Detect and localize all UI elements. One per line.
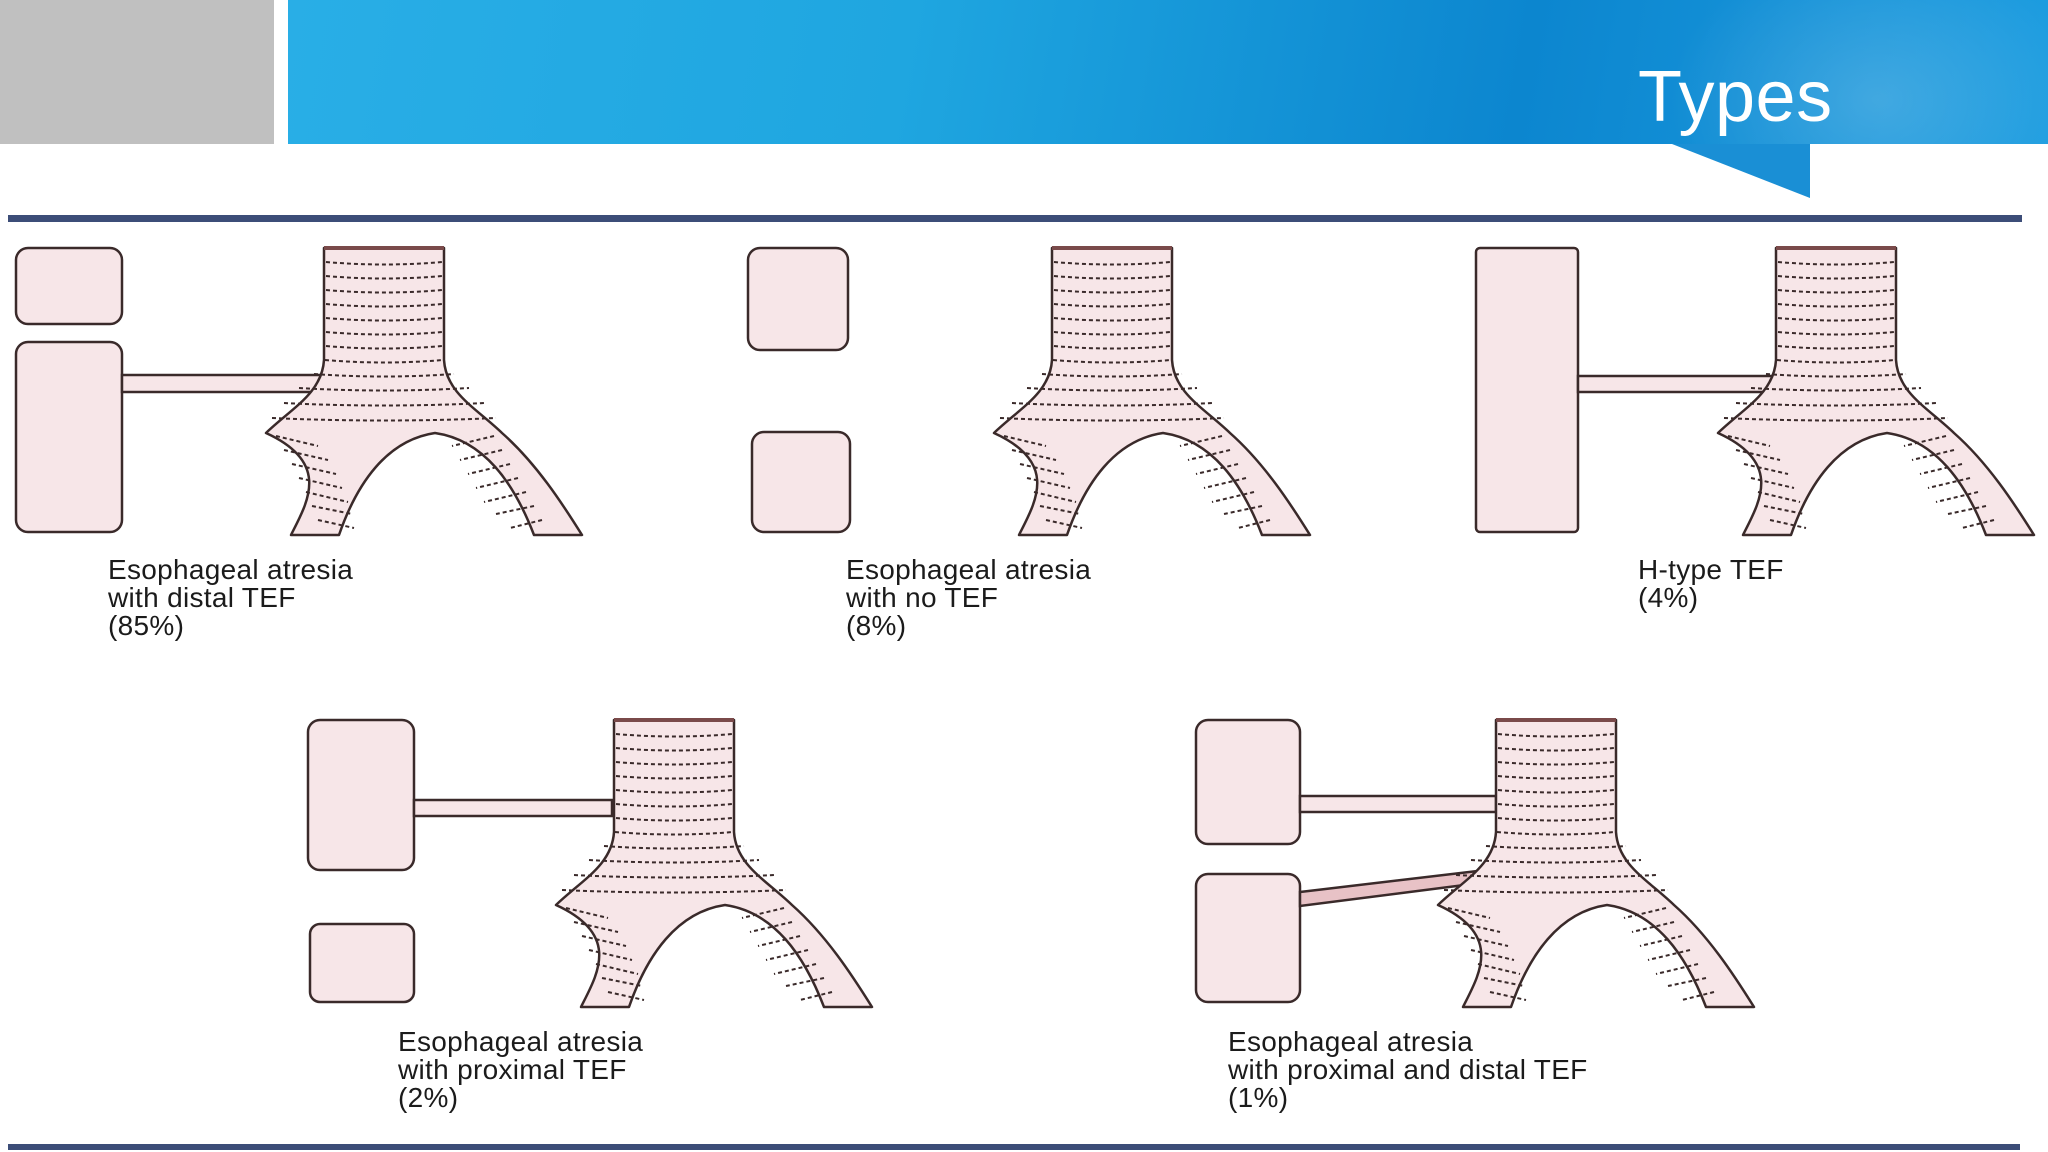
caption-ea-distal-tef: Esophageal atresia with distal TEF (85%) bbox=[108, 556, 353, 640]
diagram-ea-distal-tef bbox=[14, 246, 584, 537]
caption-line: with proximal and distal TEF bbox=[1228, 1054, 1588, 1085]
caption-ea-no-tef: Esophageal atresia with no TEF (8%) bbox=[846, 556, 1091, 640]
diagram-h-type-tef bbox=[1474, 246, 2036, 537]
caption-line: Esophageal atresia bbox=[846, 554, 1092, 585]
caption-h-type-tef: H-type TEF (4%) bbox=[1638, 556, 1784, 612]
caption-ea-proximal-tef: Esophageal atresia with proximal TEF (2%… bbox=[398, 1028, 643, 1112]
caption-percent: (85%) bbox=[108, 610, 185, 641]
caption-line: with proximal TEF bbox=[398, 1054, 627, 1085]
caption-percent: (1%) bbox=[1228, 1082, 1289, 1113]
caption-line: H-type TEF bbox=[1638, 554, 1784, 585]
caption-line: Esophageal atresia bbox=[1228, 1026, 1474, 1057]
caption-line: Esophageal atresia bbox=[398, 1026, 644, 1057]
caption-percent: (2%) bbox=[398, 1082, 459, 1113]
bottom-divider bbox=[8, 1144, 2020, 1150]
caption-line: with distal TEF bbox=[108, 582, 296, 613]
caption-percent: (4%) bbox=[1638, 582, 1699, 613]
diagram-ea-proximal-tef bbox=[306, 718, 874, 1009]
top-divider bbox=[8, 215, 2022, 222]
gray-corner-block bbox=[0, 0, 274, 144]
caption-percent: (8%) bbox=[846, 610, 907, 641]
caption-ea-proximal-distal-tef: Esophageal atresia with proximal and dis… bbox=[1228, 1028, 1588, 1112]
caption-line: with no TEF bbox=[846, 582, 999, 613]
caption-line: Esophageal atresia bbox=[108, 554, 354, 585]
diagram-ea-proximal-distal-tef bbox=[1194, 718, 1756, 1009]
slide-title: Types bbox=[1638, 57, 1833, 137]
diagram-ea-no-tef bbox=[746, 246, 1312, 537]
header-banner bbox=[288, 0, 2048, 144]
